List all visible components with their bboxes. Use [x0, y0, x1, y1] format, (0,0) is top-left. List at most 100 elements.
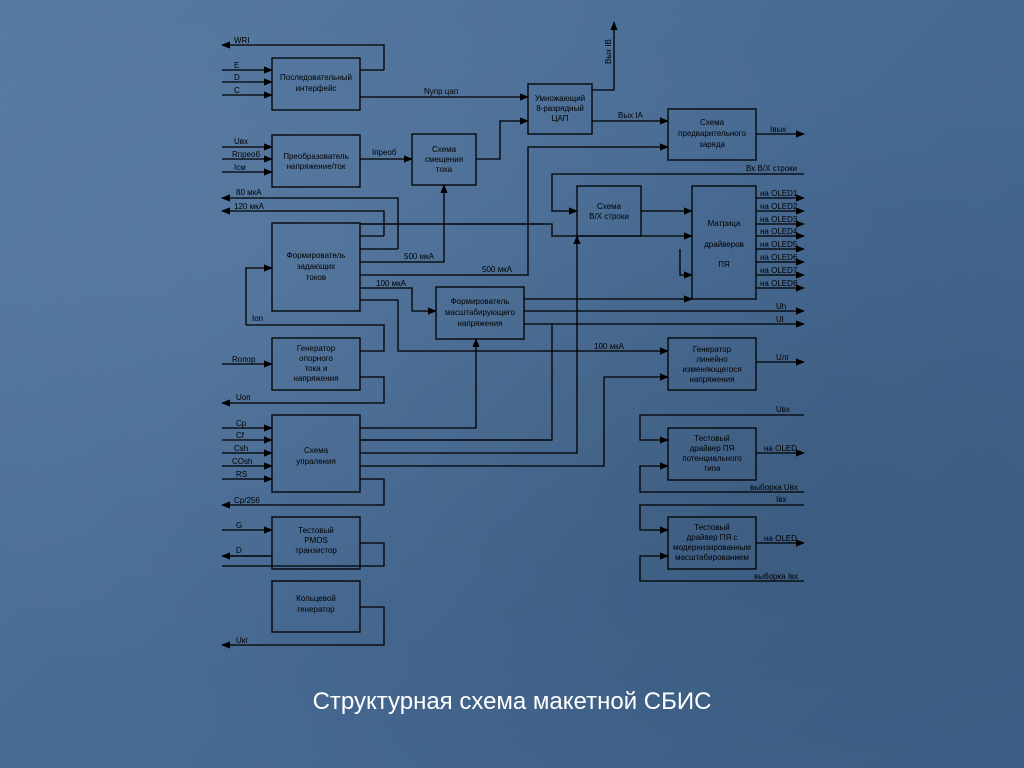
svg-text:PMOS: PMOS — [304, 536, 328, 545]
svg-text:Uвх: Uвх — [234, 137, 248, 146]
svg-text:Rпреоб: Rпреоб — [232, 150, 260, 159]
svg-text:на OLED: на OLED — [764, 534, 797, 543]
svg-text:напряжение/ток: напряжение/ток — [287, 162, 346, 171]
svg-text:Uлг: Uлг — [776, 353, 789, 362]
block-test-driver-scaled: Тестовый драйвер ПЯ с модернизированным … — [667, 516, 757, 570]
svg-text:масштабированием: масштабированием — [675, 553, 749, 562]
block-multiplying-dac: Умножающий 8-разрядный ЦАП — [527, 83, 593, 135]
svg-text:драйвер ПЯ: драйвер ПЯ — [690, 444, 735, 453]
svg-text:Тестовый: Тестовый — [694, 434, 729, 443]
svg-text:опорного: опорного — [299, 354, 333, 363]
block-test-driver-potential: Тестовый драйвер ПЯ потенциального типа — [667, 427, 757, 481]
svg-text:на OLED6: на OLED6 — [760, 253, 798, 262]
svg-text:E: E — [234, 61, 239, 70]
svg-text:изменяющегося: изменяющегося — [682, 365, 741, 374]
svg-text:напряжения: напряжения — [294, 374, 339, 383]
svg-text:выборка Uвх: выборка Uвх — [750, 483, 798, 492]
svg-text:драйверов: драйверов — [704, 240, 744, 249]
block-scaling-voltage-former: Формирователь масштабирующего напряжения — [435, 286, 525, 340]
svg-text:Iвх: Iвх — [776, 495, 786, 504]
svg-text:500 мкА: 500 мкА — [482, 265, 513, 274]
svg-text:G: G — [236, 521, 242, 530]
svg-text:модернизированным: модернизированным — [673, 543, 751, 552]
block-precharge: Схема предварительного заряда — [667, 108, 757, 161]
svg-text:Матрица: Матрица — [708, 219, 741, 228]
svg-text:Тестовый: Тестовый — [694, 523, 729, 532]
svg-text:D: D — [236, 546, 242, 555]
block-control: Схема упраления — [271, 414, 361, 493]
svg-text:Схема: Схема — [700, 118, 725, 127]
svg-text:100 мкА: 100 мкА — [376, 279, 407, 288]
svg-text:Генератор: Генератор — [297, 344, 336, 353]
svg-text:WRI: WRI — [234, 36, 250, 45]
svg-text:напряжения: напряжения — [458, 319, 503, 328]
svg-text:предварительного: предварительного — [678, 129, 746, 138]
svg-text:Ion: Ion — [252, 314, 263, 323]
svg-text:Формирователь: Формирователь — [287, 251, 346, 260]
svg-text:Iвых: Iвых — [770, 125, 786, 134]
svg-text:на OLED8: на OLED8 — [760, 279, 798, 288]
svg-text:Последовательный: Последовательный — [280, 73, 352, 82]
svg-text:Rопор: Rопор — [232, 355, 256, 364]
svg-text:Вх В/Х строки: Вх В/Х строки — [746, 164, 797, 173]
svg-text:задающих: задающих — [297, 262, 335, 271]
svg-text:на OLED4: на OLED4 — [760, 227, 798, 236]
svg-text:Ul: Ul — [776, 315, 784, 324]
svg-text:Uоп: Uоп — [236, 393, 251, 402]
svg-text:Формирователь: Формирователь — [451, 297, 510, 306]
svg-text:ЦАП: ЦАП — [552, 114, 569, 123]
svg-text:тока: тока — [436, 165, 453, 174]
block-voltage-current-converter: Преобразователь напряжение/ток — [271, 134, 361, 188]
signal-labels: WRI E D C Nупр цап Вых IB Вых IA Iвых Uв… — [232, 36, 798, 645]
svg-text:масштабирующего: масштабирующего — [445, 308, 515, 317]
svg-text:D: D — [234, 73, 240, 82]
svg-text:80 мкА: 80 мкА — [236, 188, 262, 197]
svg-text:Cf: Cf — [236, 431, 245, 440]
slide-title: Структурная схема макетной СБИС — [312, 688, 712, 715]
svg-text:интерфейс: интерфейс — [296, 84, 337, 93]
block-serial-interface: Последовательный интерфейс — [271, 57, 361, 111]
block-row-sample-hold: Схема В/Х строки — [576, 185, 642, 237]
svg-text:транзистор: транзистор — [295, 546, 337, 555]
svg-text:токов: токов — [306, 273, 326, 282]
svg-text:Iпреоб: Iпреоб — [372, 148, 397, 157]
block-ring-generator: Кольцевой генератор — [271, 580, 361, 633]
svg-text:генератор: генератор — [297, 605, 335, 614]
svg-text:линейно: линейно — [696, 355, 728, 364]
wires — [221, 21, 805, 649]
svg-text:упраления: упраления — [296, 457, 336, 466]
svg-text:на OLED1: на OLED1 — [760, 189, 798, 198]
svg-text:Умножающий: Умножающий — [535, 94, 585, 103]
svg-text:тока и: тока и — [305, 364, 328, 373]
svg-text:ПЯ: ПЯ — [718, 260, 730, 269]
svg-text:Преобразователь: Преобразователь — [283, 152, 349, 161]
block-test-pmos: Тестовый PMOS транзистор — [271, 516, 361, 570]
svg-text:типа: типа — [704, 464, 721, 473]
svg-text:Вых IA: Вых IA — [618, 111, 644, 120]
svg-text:Вых IB: Вых IB — [604, 39, 613, 64]
svg-text:Схема: Схема — [304, 446, 329, 455]
svg-text:на OLED3: на OLED3 — [760, 215, 798, 224]
svg-text:Cp: Cp — [236, 419, 247, 428]
svg-text:Cp/256: Cp/256 — [234, 496, 260, 505]
svg-text:RS: RS — [236, 470, 247, 479]
svg-text:500 мкА: 500 мкА — [404, 252, 435, 261]
svg-text:на OLED5: на OLED5 — [760, 240, 798, 249]
svg-text:Схема: Схема — [597, 202, 622, 211]
svg-text:В/Х строки: В/Х строки — [589, 212, 629, 221]
svg-text:потенциального: потенциального — [682, 454, 742, 463]
svg-text:Схема: Схема — [432, 145, 457, 154]
svg-text:заряда: заряда — [699, 140, 725, 149]
svg-text:Uкг: Uкг — [236, 636, 248, 645]
svg-text:C: C — [234, 86, 240, 95]
block-driver-matrix: Матрица драйверов ПЯ — [691, 185, 757, 300]
svg-text:на OLED7: на OLED7 — [760, 266, 798, 275]
svg-text:Csh: Csh — [234, 444, 248, 453]
block-current-bias: Схема смещения тока — [411, 133, 477, 186]
svg-text:напряжения: напряжения — [690, 375, 735, 384]
svg-text:Nупр цап: Nупр цап — [424, 87, 458, 96]
svg-text:Icм: Icм — [234, 163, 246, 172]
svg-text:Uвх: Uвх — [776, 405, 790, 414]
svg-text:8-разрядный: 8-разрядный — [536, 104, 584, 113]
